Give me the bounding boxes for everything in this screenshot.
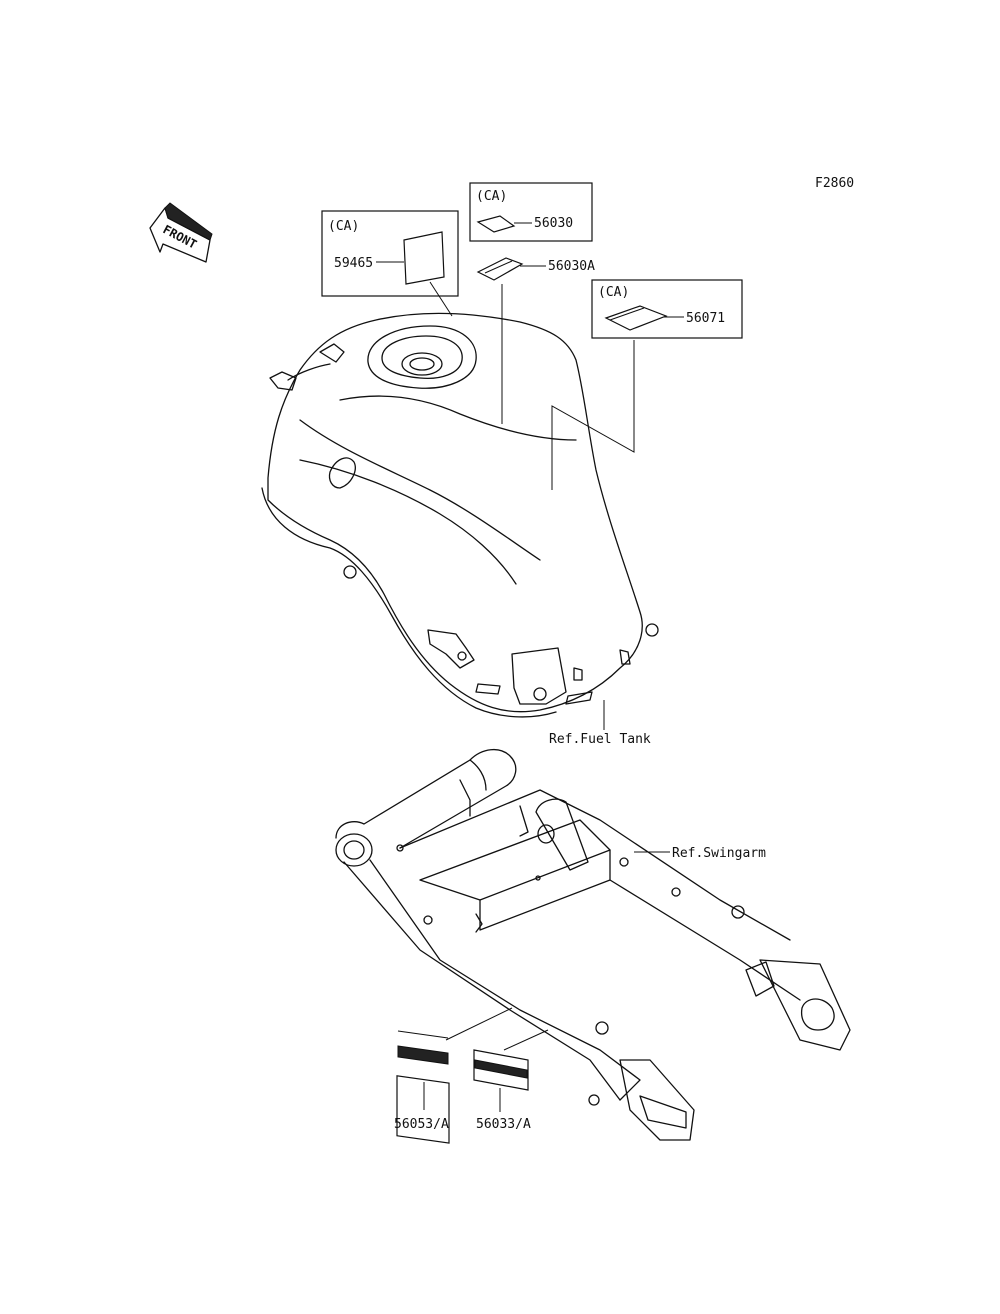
part-number-59465: 59465	[334, 256, 373, 271]
callout-box-56071	[591, 279, 743, 339]
swingarm	[335, 749, 851, 1141]
callout-note-56071: (CA)	[598, 285, 629, 300]
part-number-56030A: 56030A	[548, 259, 595, 274]
part-number-56071: 56071	[686, 311, 725, 326]
label-56071-icon	[604, 305, 668, 331]
ref-swingarm: Ref.Swingarm	[672, 846, 766, 861]
part-number-56053A: 56053/A	[394, 1117, 449, 1132]
callout-56033A: 56033/A	[473, 1029, 549, 1132]
callout-56030: (CA) 56030	[469, 182, 593, 242]
ref-fuel-tank: Ref.Fuel Tank	[549, 732, 651, 747]
part-number-56030: 56030	[534, 216, 573, 231]
fuel-tank	[261, 312, 659, 730]
callout-56071: (CA) 56071	[551, 279, 743, 490]
callout-note-56030: (CA)	[476, 189, 507, 204]
callout-59465: (CA) 59465	[321, 210, 459, 317]
label-56053A-icon	[396, 1075, 450, 1144]
callout-box-56030	[469, 182, 593, 242]
label-59465-icon	[403, 231, 445, 285]
callout-56030A: 56030A	[476, 257, 595, 424]
callout-note-59465: (CA)	[328, 219, 359, 234]
callout-box-59465	[321, 210, 459, 297]
callout-56053A: 56053/A	[394, 1007, 513, 1144]
label-56030A-icon	[476, 257, 524, 281]
front-arrow-icon: FRONT	[149, 202, 213, 263]
figure-code: F2860	[815, 176, 854, 191]
label-56030-icon	[476, 215, 516, 233]
part-number-56033A: 56033/A	[476, 1117, 531, 1132]
